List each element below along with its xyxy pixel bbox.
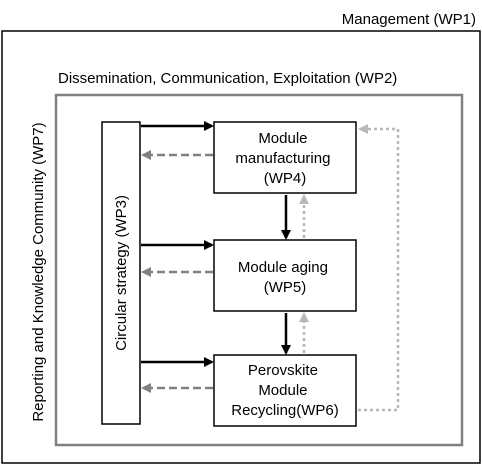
management-box xyxy=(1,30,481,464)
module-manufacturing-label: Module manufacturing (WP4) xyxy=(235,130,334,187)
circular-strategy-box xyxy=(101,121,141,425)
module-manufacturing-line2: manufacturing xyxy=(235,150,330,167)
dissemination-box xyxy=(54,93,464,447)
module-aging-line2: (WP5) xyxy=(264,279,307,296)
reporting-label: Reporting and Knowledge Community (WP7) xyxy=(30,122,47,421)
module-manufacturing-box xyxy=(213,121,357,194)
arrow-wp6-to-wp4-loop xyxy=(358,124,400,412)
module-recycling-line3: Recycling(WP6) xyxy=(231,402,339,419)
management-label: Management (WP1) xyxy=(342,11,476,28)
module-recycling-label: Perovskite Module Recycling(WP6) xyxy=(231,362,339,419)
circular-strategy-label: Circular strategy (WP3) xyxy=(113,195,130,351)
module-aging-box xyxy=(213,239,357,312)
module-recycling-box xyxy=(213,354,357,427)
module-manufacturing-line3: (WP4) xyxy=(264,170,307,187)
module-manufacturing-line1: Module xyxy=(258,130,307,147)
module-recycling-line1: Perovskite xyxy=(248,362,318,379)
dissemination-label: Dissemination, Communication, Exploitati… xyxy=(58,70,397,87)
module-recycling-line2: Module xyxy=(258,382,307,399)
module-aging-line1: Module aging xyxy=(238,259,328,276)
module-aging-label: Module aging (WP5) xyxy=(238,259,332,296)
